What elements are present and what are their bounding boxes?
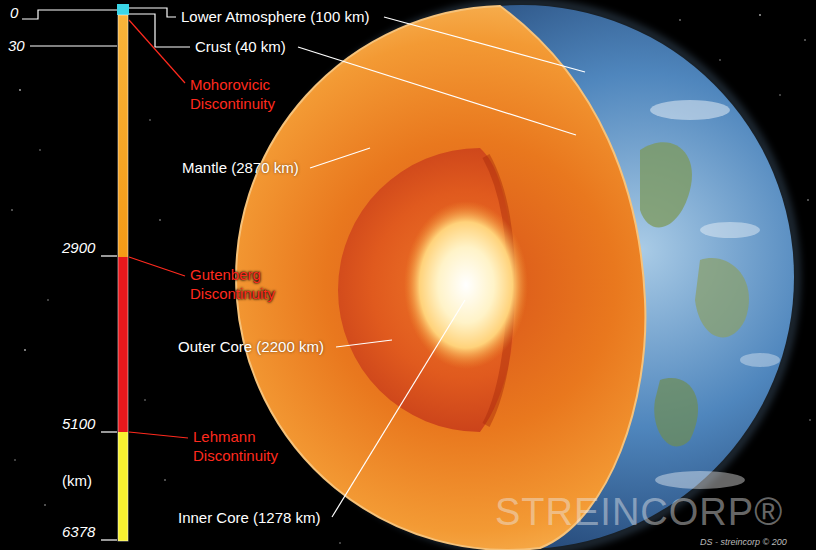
leader-line [336, 340, 392, 347]
star [719, 59, 720, 60]
tick-line [30, 45, 117, 46]
layer-label: Outer Core (2200 km) [178, 337, 324, 357]
layer-label: Inner Core (1278 km) [178, 508, 321, 528]
atmosphere-segment [117, 4, 129, 15]
star [144, 399, 145, 400]
land [695, 258, 749, 337]
leader-line [298, 47, 576, 135]
depth-number: 6378 [62, 522, 95, 542]
bracket-line [129, 8, 176, 17]
bar-outline [118, 15, 128, 541]
star [24, 349, 26, 351]
discontinuity-label: Gutenberg Discontinuity [190, 265, 290, 303]
star [44, 504, 46, 506]
star [39, 149, 40, 150]
land [654, 378, 698, 446]
leader-line [332, 300, 465, 517]
star [809, 419, 810, 420]
star [804, 39, 806, 41]
layer-leaders [298, 17, 585, 517]
discontinuity-label: Lehmann Discontinuity [193, 427, 293, 465]
depth-number: 30 [8, 36, 25, 56]
star [19, 89, 21, 91]
discontinuity-leaders [129, 20, 188, 438]
star [339, 542, 340, 543]
layer-label: Mantle (2870 km) [182, 158, 299, 178]
cloud [650, 100, 730, 120]
tick-line [101, 539, 117, 540]
mantle-cutaway [236, 6, 645, 550]
credit-text: DS - streincorp © 200 [700, 537, 787, 548]
depth-scale-bar [117, 4, 129, 541]
inner-core-segment [118, 432, 128, 541]
inner-core [404, 201, 528, 369]
leader-line [310, 148, 370, 168]
star [47, 299, 48, 300]
mantle-segment [118, 15, 128, 257]
leader-line [129, 257, 185, 276]
star [679, 19, 681, 21]
star [159, 219, 161, 221]
cloud [700, 222, 760, 238]
star [149, 119, 150, 120]
leader-line [129, 432, 188, 438]
star [164, 479, 166, 481]
leader-line [384, 17, 585, 72]
discontinuity-label: Mohorovicic Discontinuity [190, 75, 295, 113]
layer-label: Lower Atmosphere (100 km) [181, 7, 369, 27]
tick-line [22, 10, 117, 19]
star [779, 94, 780, 95]
star [11, 209, 13, 211]
cloud [655, 471, 745, 489]
depth-number: 5100 [62, 414, 95, 434]
tick-lines [22, 8, 190, 540]
cloud [740, 353, 780, 367]
star [807, 199, 809, 201]
land-and-clouds [640, 100, 780, 489]
depth-number: 0 [10, 3, 18, 23]
star [759, 14, 761, 16]
unit-label: (km) [62, 471, 92, 491]
tick-line [101, 255, 117, 256]
layer-label: Crust (40 km) [195, 37, 286, 57]
depth-number: 2900 [62, 238, 95, 258]
tick-line [101, 431, 117, 432]
star [14, 459, 15, 460]
watermark: STREINCORP® [495, 490, 783, 534]
outer-core-segment [118, 257, 128, 432]
land [640, 142, 692, 227]
leader-line [129, 20, 185, 83]
